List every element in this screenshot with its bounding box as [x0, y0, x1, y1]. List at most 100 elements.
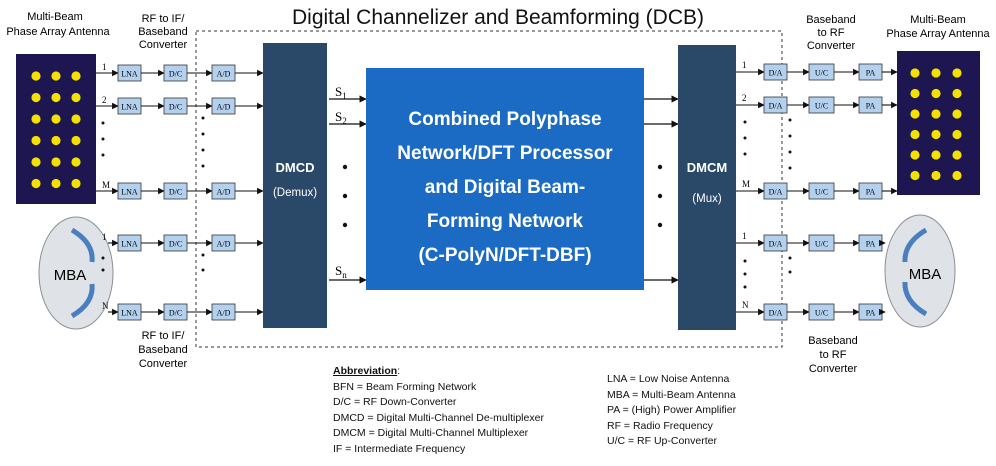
- antenna-element-dot: [910, 88, 920, 99]
- abbreviation-item: U/C = RF Up-Converter: [607, 435, 717, 447]
- antenna-element-dot: [71, 157, 81, 167]
- uc-block: U/C: [808, 182, 835, 200]
- abbreviations-heading: Abbreviation: [333, 365, 398, 377]
- pa-block: PA: [858, 182, 883, 200]
- antenna-element-dot: [31, 71, 41, 81]
- antenna-element-dot: [931, 150, 941, 160]
- pa-block: PA: [858, 96, 883, 114]
- abbreviation-item: DMCM = Digital Multi-Channel Multiplexer: [333, 427, 529, 439]
- dmcd-title: DMCD: [276, 160, 315, 175]
- dmcm-title: DMCM: [687, 160, 727, 175]
- antenna-element-dot: [931, 170, 941, 181]
- antenna-element-dot: [71, 178, 81, 189]
- pa-block: PA: [858, 234, 883, 252]
- dc-block: D/C: [163, 97, 188, 115]
- antenna-element-dot: [910, 129, 920, 140]
- pa-block-label: PA: [866, 309, 876, 318]
- left-channel-number: N: [102, 301, 109, 311]
- antenna-dot-grid: [31, 71, 81, 189]
- uc-block-label: U/C: [815, 102, 828, 111]
- right-antenna-label-2: Phase Array Antenna: [886, 28, 990, 40]
- ad-block: A/D: [211, 182, 236, 200]
- da-block-label: D/A: [769, 69, 783, 78]
- antenna-element-dot: [51, 157, 61, 167]
- dmcd-subtitle: (Demux): [273, 187, 317, 199]
- antenna-element-dot: [51, 178, 61, 189]
- processor-line-5: (C-PolyN/DFT-DBF): [418, 245, 591, 266]
- da-block-label: D/A: [769, 102, 783, 111]
- lna-block: LNA: [117, 182, 142, 200]
- antenna-element-dot: [952, 170, 962, 181]
- right-mba-antenna: MBA: [884, 214, 956, 328]
- dc-block-label: D/C: [169, 70, 182, 79]
- antenna-element-dot: [910, 109, 920, 119]
- right-channel-number: M: [742, 179, 750, 189]
- antenna-element-dot: [931, 109, 941, 119]
- right-channel-number: N: [742, 300, 749, 310]
- dc-block: D/C: [163, 303, 188, 321]
- uc-block: U/C: [808, 96, 835, 114]
- abbreviation-item: DMCD = Digital Multi-Channel De-multiple…: [333, 411, 544, 424]
- abbreviation-item: LNA = Low Noise Antenna: [607, 373, 730, 385]
- antenna-element-dot: [31, 114, 41, 124]
- antenna-element-dot: [31, 92, 41, 103]
- da-block: D/A: [763, 63, 788, 81]
- left-channel-number: 1: [102, 62, 107, 72]
- pa-block-label: PA: [866, 188, 876, 197]
- da-block: D/A: [763, 96, 788, 114]
- diagram-title: Digital Channelizer and Beamforming (DCB…: [292, 6, 704, 29]
- dc-block-label: D/C: [169, 103, 182, 112]
- abbreviations-heading-suffix: :: [397, 365, 401, 377]
- abbreviation-item: PA = (High) Power Amplifier: [607, 404, 737, 416]
- antenna-element-dot: [71, 71, 81, 81]
- lna-block-label: LNA: [121, 240, 138, 249]
- antenna-dot-grid: [910, 68, 962, 181]
- dmcm-block: DMCM (Mux): [678, 45, 736, 330]
- uc-block-label: U/C: [815, 309, 828, 318]
- right-converter-label-bottom-3: Converter: [809, 363, 858, 375]
- antenna-element-dot: [71, 92, 81, 103]
- pa-block: PA: [858, 303, 883, 321]
- left-mba-antenna: MBA: [38, 216, 114, 330]
- abbreviation-item: MBA = Multi-Beam Antenna: [607, 388, 736, 401]
- right-converter-label-top-1: Baseband: [806, 14, 856, 26]
- uc-block: U/C: [808, 234, 835, 252]
- processor-line-3: and Digital Beam-: [425, 177, 585, 198]
- pa-block-label: PA: [866, 240, 876, 249]
- abbreviations-right: LNA = Low Noise Antenna MBA = Multi-Beam…: [607, 372, 736, 450]
- lna-block: LNA: [117, 234, 142, 252]
- antenna-element-dot: [910, 68, 920, 78]
- left-mba-label: MBA: [54, 267, 87, 284]
- antenna-element-dot: [31, 178, 41, 189]
- abbreviation-item: D/C = RF Down-Converter: [333, 396, 457, 408]
- lna-block: LNA: [117, 303, 142, 321]
- da-block-label: D/A: [769, 240, 783, 249]
- antenna-element-dot: [910, 150, 920, 160]
- processor-block: Combined Polyphase Network/DFT Processor…: [366, 68, 644, 290]
- uc-block-label: U/C: [815, 69, 828, 78]
- abbreviation-item: BFN = Beam Forming Network: [333, 380, 477, 393]
- antenna-element-dot: [931, 88, 941, 99]
- antenna-element-dot: [952, 68, 962, 78]
- right-converter-label-bottom-1: Baseband: [808, 335, 858, 347]
- left-converter-label-bottom-3: Converter: [139, 358, 188, 370]
- lna-block-label: LNA: [121, 309, 138, 318]
- da-block: D/A: [763, 303, 788, 321]
- antenna-element-dot: [71, 114, 81, 124]
- signal-s2: S2: [335, 109, 347, 126]
- dc-block: D/C: [163, 234, 188, 252]
- da-block: D/A: [763, 182, 788, 200]
- da-block-label: D/A: [769, 188, 783, 197]
- dmcm-subtitle: (Mux): [692, 193, 722, 205]
- antenna-element-dot: [952, 129, 962, 140]
- uc-block-label: U/C: [815, 240, 828, 249]
- ad-block-label: A/D: [217, 103, 231, 112]
- processor-line-4: Forming Network: [427, 211, 584, 232]
- antenna-element-dot: [952, 109, 962, 119]
- antenna-element-dot: [931, 129, 941, 140]
- right-mba-label: MBA: [909, 266, 942, 283]
- uc-block: U/C: [808, 303, 835, 321]
